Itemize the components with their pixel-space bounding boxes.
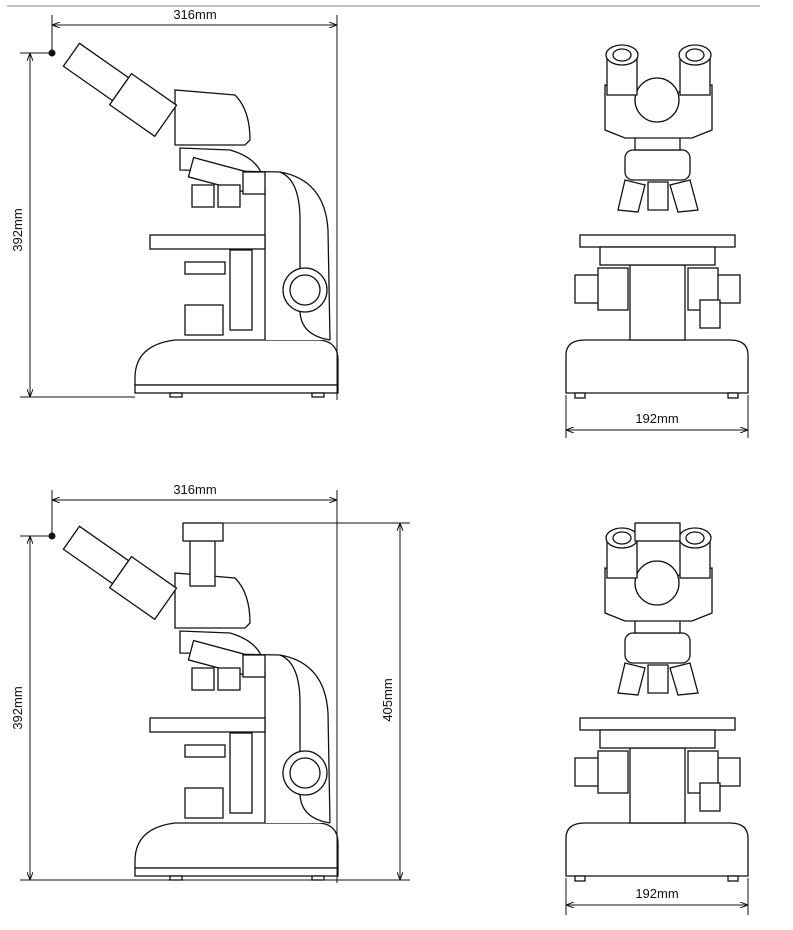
height-label-top: 392mm (10, 208, 25, 251)
dimension-lines (20, 15, 749, 915)
front-view-binocular (565, 44, 749, 399)
side-view-trinocular (47, 521, 339, 881)
height-label-bottom: 392mm (10, 686, 25, 729)
width-label-bottom: 316mm (173, 482, 216, 497)
front-width-label-bottom: 192mm (635, 886, 678, 901)
width-label-top: 316mm (173, 7, 216, 22)
total-height-label: 405mm (380, 678, 395, 721)
front-view-trinocular (565, 522, 749, 882)
front-width-label-top: 192mm (635, 411, 678, 426)
side-view-binocular (47, 38, 339, 398)
